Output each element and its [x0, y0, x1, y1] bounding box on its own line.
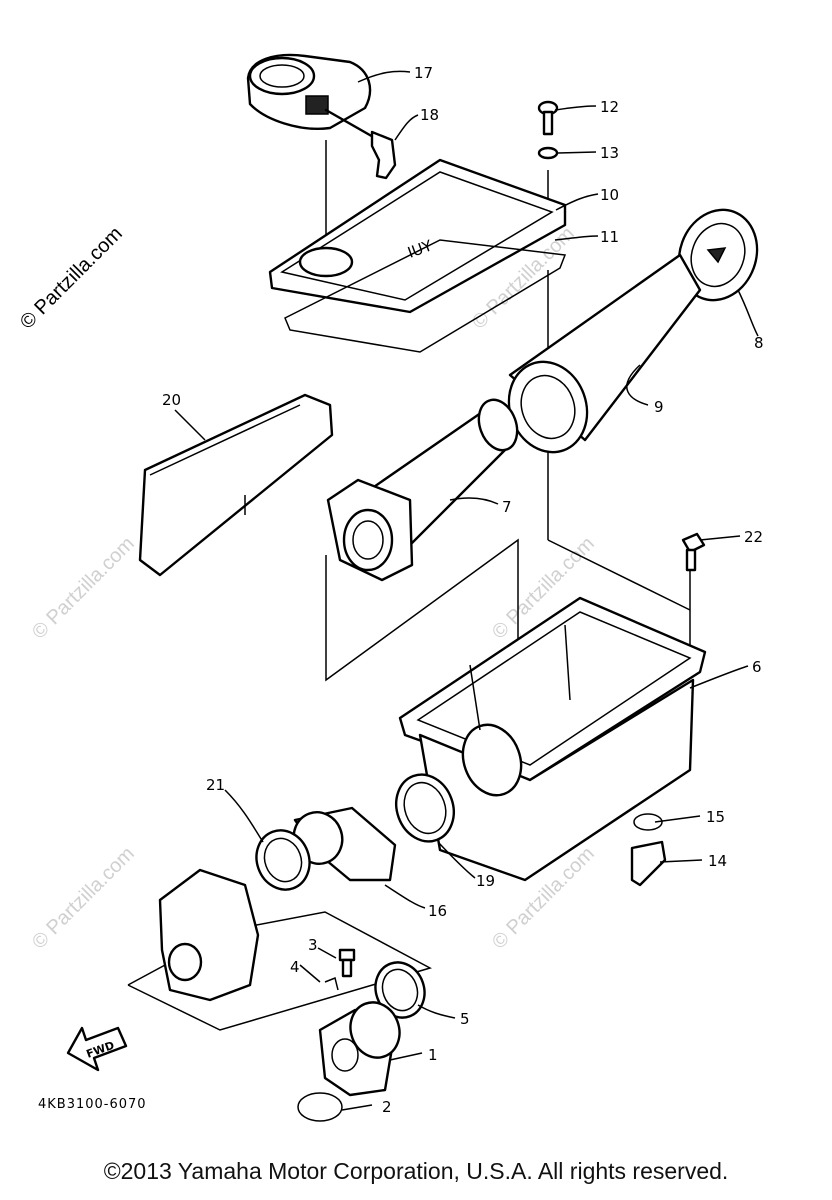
callout-1: 1	[428, 1046, 438, 1064]
part-9-filter	[507, 253, 702, 454]
watermark-faint: © Partzilla.com	[28, 533, 139, 644]
callout-6: 6	[752, 658, 762, 676]
callout-12: 12	[600, 98, 619, 116]
carburetor-body	[158, 868, 260, 1002]
part-1-intake	[318, 1001, 401, 1097]
watermark-main: © Partzilla.com	[16, 223, 127, 334]
part-5-clamp	[374, 961, 426, 1019]
part-7-guide	[326, 398, 519, 582]
part-3-screw	[338, 948, 356, 978]
diagram-code: 4KB3100-6070	[38, 1097, 147, 1112]
part-22-bolt	[681, 532, 706, 572]
part-14-drain	[630, 840, 667, 887]
callout-3: 3	[308, 936, 318, 954]
part-15-clip	[633, 813, 663, 831]
callout-5: 5	[460, 1010, 470, 1028]
callout-9: 9	[654, 398, 664, 416]
callout-19: 19	[476, 872, 495, 890]
callouts: 17 18 12 13 10 11 8 9 20 7 22 6 15 14 21…	[162, 64, 764, 1116]
part-4-clip	[324, 976, 339, 991]
part-2-oring	[297, 1092, 343, 1122]
part-17-duct	[246, 53, 372, 130]
callout-10: 10	[600, 186, 619, 204]
callout-22: 22	[744, 528, 763, 546]
callout-20: 20	[162, 391, 181, 409]
callout-17: 17	[414, 64, 433, 82]
callout-15: 15	[706, 808, 725, 826]
part-8-cap	[677, 208, 759, 302]
watermark-faint: © Partzilla.com	[28, 843, 139, 954]
callout-4: 4	[290, 958, 300, 976]
part-6-airbox	[398, 596, 707, 882]
callout-21: 21	[206, 776, 225, 794]
part-13-washer	[537, 146, 559, 160]
callout-18: 18	[420, 106, 439, 124]
part-12-screw	[537, 100, 559, 136]
callout-8: 8	[754, 334, 764, 352]
copyright-notice: ©2013 Yamaha Motor Corporation, U.S.A. A…	[103, 1158, 729, 1184]
part-10-cover: IUY	[268, 158, 567, 314]
fwd-arrow: FWD	[66, 1026, 128, 1072]
callout-7: 7	[502, 498, 512, 516]
part-18-hose	[324, 108, 397, 180]
part-11-gasket	[284, 239, 567, 353]
callout-13: 13	[600, 144, 619, 162]
part-21-clamp	[255, 829, 311, 891]
leader-lines	[174, 70, 759, 1111]
callout-16: 16	[428, 902, 447, 920]
part-20-sheet	[138, 393, 334, 577]
callout-11: 11	[600, 228, 619, 246]
callout-14: 14	[708, 852, 727, 870]
callout-2: 2	[382, 1098, 392, 1116]
part-19-clamp	[395, 773, 455, 843]
